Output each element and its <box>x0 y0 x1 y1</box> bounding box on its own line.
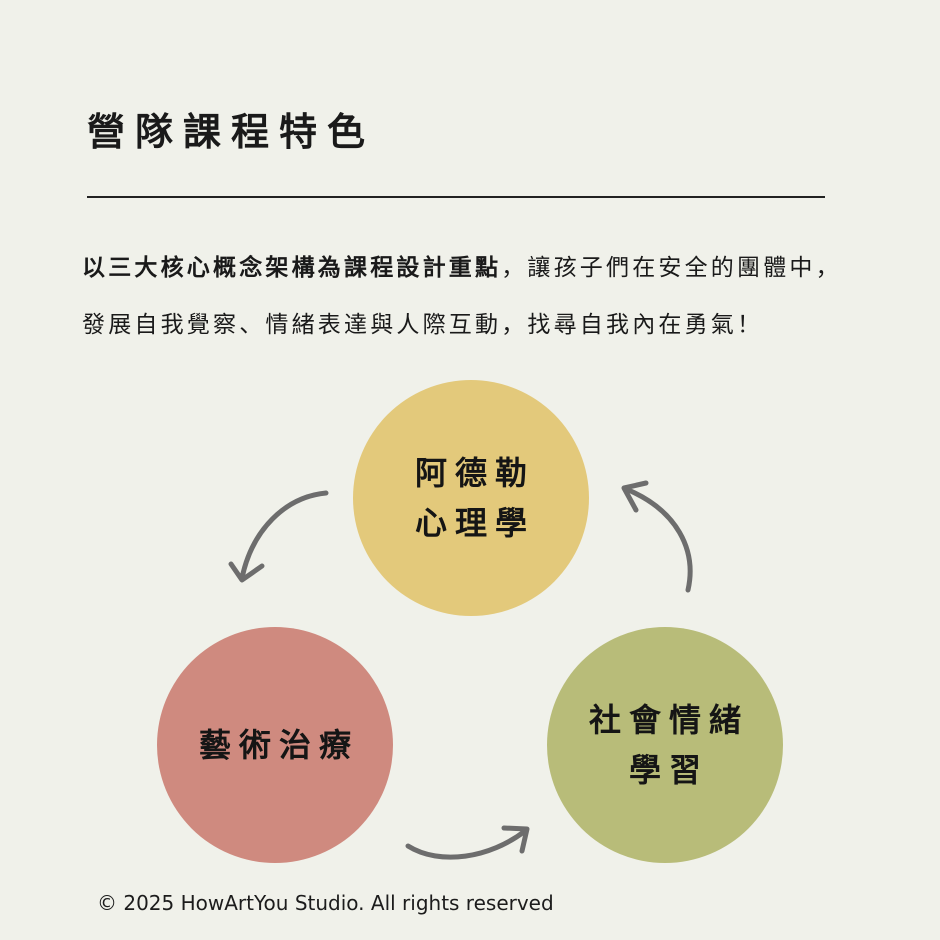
copyright-footer: © 2025 HowArtYou Studio. All rights rese… <box>97 891 554 915</box>
concept-label-line: 阿德勒 <box>414 454 535 492</box>
concept-circle-sel: 社會情緒 學習 <box>547 627 783 863</box>
intro-text: ，讓孩子們在安全的團體中，發展自我覺察、情緒表達與人際互動，找尋自我內在勇氣！ <box>82 255 842 338</box>
arrow-sel-to-adler-icon <box>621 480 693 593</box>
intro-paragraph: 以三大核心概念架構為課程設計重點，讓孩子們在安全的團體中，發展自我覺察、情緒表達… <box>82 240 842 354</box>
concept-label-line: 藝術治療 <box>198 726 359 764</box>
page-title: 營隊課程特色 <box>87 110 376 154</box>
title-divider <box>87 196 825 198</box>
intro-emphasis: 以三大核心概念架構為課程設計重點 <box>82 255 502 281</box>
concept-label-line: 社會情緒 <box>588 701 749 739</box>
concept-label-line: 學習 <box>628 751 709 789</box>
concept-label-line: 心理學 <box>414 504 535 542</box>
arrow-art-to-sel-icon <box>405 825 530 860</box>
concept-circle-art-therapy: 藝術治療 <box>157 627 393 863</box>
arrow-adler-to-art-icon <box>228 490 329 583</box>
concept-circle-adler: 阿德勒 心理學 <box>353 380 589 616</box>
